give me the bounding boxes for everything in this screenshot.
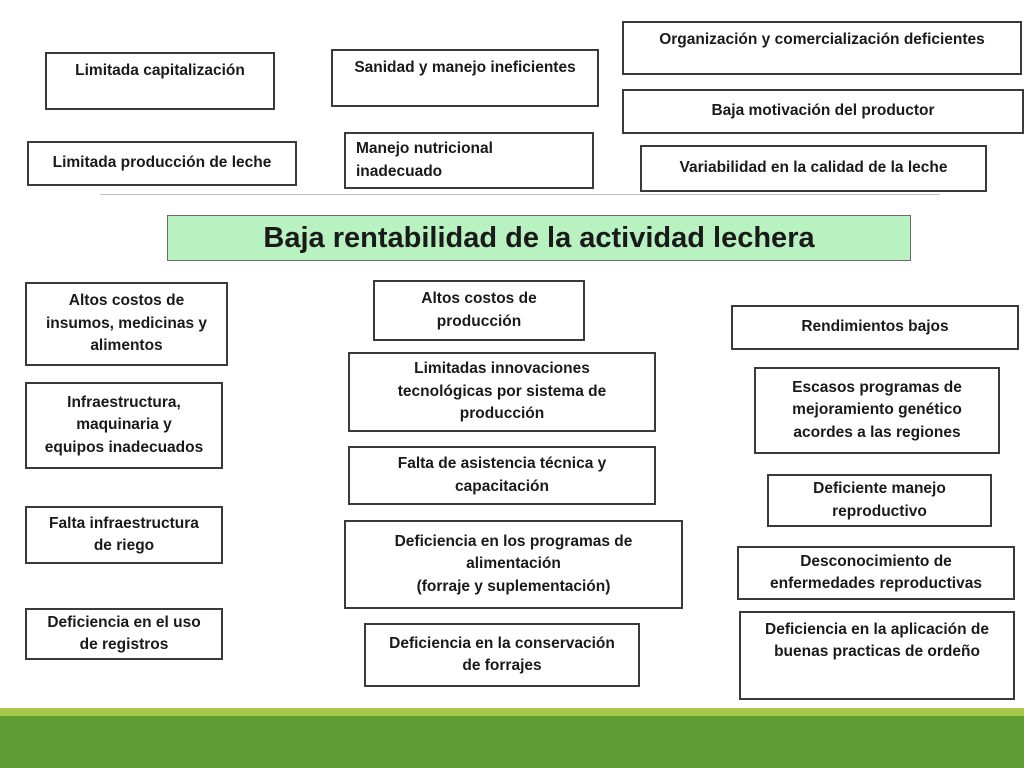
box-line: producción xyxy=(436,312,522,330)
box-line: inadecuado xyxy=(356,162,443,180)
box-line: Rendimientos bajos xyxy=(801,318,949,336)
box-line: Deficiencia en la conservación xyxy=(389,634,615,652)
effect-manejo-nutricional: Manejo nutricional inadecuado xyxy=(344,132,594,189)
box-line: reproductivo xyxy=(832,502,927,520)
box-line: alimentación xyxy=(466,555,561,573)
cause-asistencia: Falta de asistencia técnica y capacitaci… xyxy=(348,446,656,505)
box-line: Sanidad y manejo ineficientes xyxy=(354,59,576,76)
box-line: capacitación xyxy=(455,477,549,495)
box-line: Deficiencia en el uso xyxy=(47,613,201,631)
footer-stripe xyxy=(0,708,1024,716)
box-line: de registros xyxy=(79,636,169,653)
cause-alimentacion: Deficiencia en los programas de alimenta… xyxy=(344,520,683,609)
box-line: Infraestructura, xyxy=(67,393,181,411)
box-line: producción xyxy=(459,405,545,423)
box-line: tecnológicas por sistema de xyxy=(397,382,607,400)
box-line: Deficiencia en los programas de xyxy=(394,532,633,550)
box-line: de forrajes xyxy=(462,657,542,674)
box-line: Variabilidad en la calidad de la leche xyxy=(679,159,948,177)
cause-altos-costos-insumos: Altos costos de insumos, medicinas y ali… xyxy=(25,282,228,366)
box-line: buenas practicas de ordeño xyxy=(774,643,980,661)
box-line: mejoramiento genético xyxy=(792,401,962,419)
cause-conservacion: Deficiencia en la conservación de forraj… xyxy=(364,623,640,687)
effect-organizacion: Organización y comercialización deficien… xyxy=(622,21,1022,75)
box-line: de riego xyxy=(93,537,155,554)
cause-ordeno: Deficiencia en la aplicación de buenas p… xyxy=(739,611,1015,700)
box-line: insumos, medicinas y xyxy=(45,314,208,332)
box-line: Altos costos de xyxy=(68,292,185,310)
cause-infraestructura: Infraestructura, maquinaria y equipos in… xyxy=(25,382,223,469)
cause-enfermedades: Desconocimiento de enfermedades reproduc… xyxy=(737,546,1015,600)
box-line: Escasos programas de xyxy=(792,378,962,396)
cause-uso-registros: Deficiencia en el uso de registros xyxy=(25,608,223,660)
box-line: (forraje y suplementación) xyxy=(416,577,611,595)
box-line: Limitada producción de leche xyxy=(52,154,272,172)
effect-limitada-produccion: Limitada producción de leche xyxy=(27,141,297,186)
box-line: maquinaria y xyxy=(76,416,172,434)
cause-innovaciones: Limitadas innovaciones tecnológicas por … xyxy=(348,352,656,432)
box-line: Organización y comercialización deficien… xyxy=(659,31,985,48)
box-line: enfermedades reproductivas xyxy=(770,575,982,592)
effect-limitada-capitalizacion: Limitada capitalización xyxy=(45,52,275,110)
effect-sanidad: Sanidad y manejo ineficientes xyxy=(331,49,599,107)
cause-altos-costos-produccion: Altos costos de producción xyxy=(373,280,585,341)
box-line: Limitadas innovaciones xyxy=(414,360,590,378)
box-line: Deficiencia en la aplicación de xyxy=(765,621,989,638)
box-line: Desconocimiento de xyxy=(800,552,952,570)
effect-baja-motivacion: Baja motivación del productor xyxy=(622,89,1024,134)
box-line: Manejo nutricional xyxy=(356,140,493,158)
box-line: Altos costos de xyxy=(421,290,537,308)
effect-variabilidad: Variabilidad en la calidad de la leche xyxy=(640,145,987,192)
divider-line xyxy=(100,194,940,195)
box-line: Falta de asistencia técnica y xyxy=(397,455,607,473)
box-line: Baja motivación del productor xyxy=(711,102,935,120)
box-line: Deficiente manejo xyxy=(813,480,946,498)
central-problem-title: Baja rentabilidad de la actividad lecher… xyxy=(263,221,815,254)
box-line: equipos inadecuados xyxy=(44,438,204,456)
cause-falta-riego: Falta infraestructura de riego xyxy=(25,506,223,564)
cause-rendimientos: Rendimientos bajos xyxy=(731,305,1019,350)
box-line: alimentos xyxy=(90,337,163,355)
cause-mejoramiento: Escasos programas de mejoramiento genéti… xyxy=(754,367,1000,454)
cause-reproductivo: Deficiente manejo reproductivo xyxy=(767,474,992,527)
box-line: Falta infraestructura xyxy=(49,514,199,532)
footer-bar xyxy=(0,716,1024,768)
box-line: acordes a las regiones xyxy=(793,423,961,441)
box-line: Limitada capitalización xyxy=(75,62,245,79)
central-problem-box: Baja rentabilidad de la actividad lecher… xyxy=(167,215,911,261)
